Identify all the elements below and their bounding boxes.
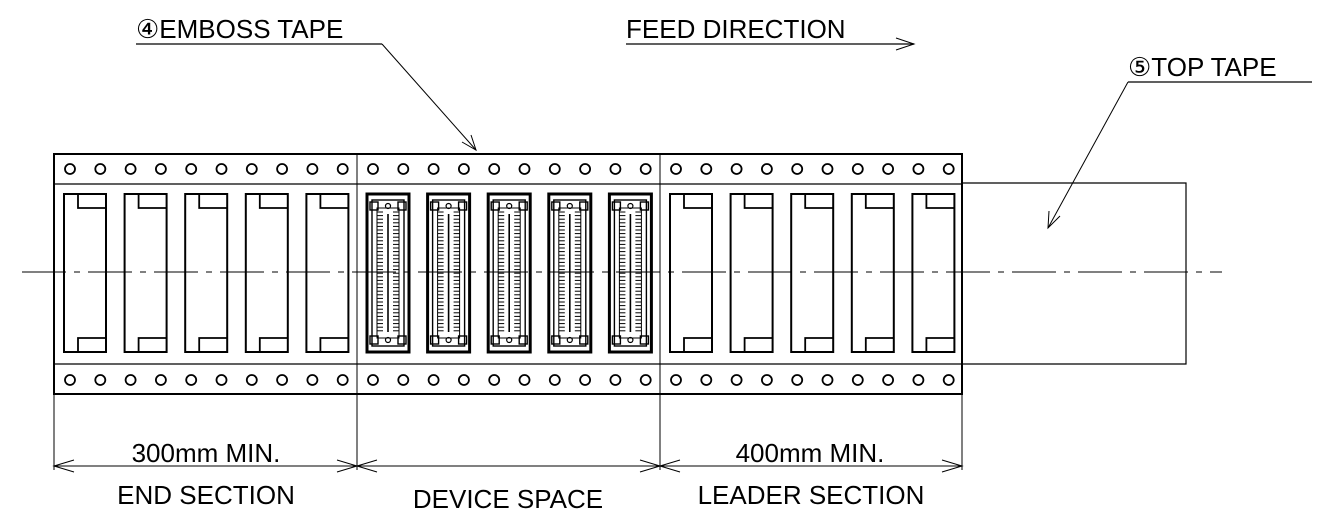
sprocket-hole-top <box>336 163 349 175</box>
sprocket-hole-top <box>730 163 743 175</box>
empty-pocket <box>123 193 168 353</box>
sprocket-hole-bottom <box>154 374 167 386</box>
pocket-with-device <box>426 192 472 354</box>
sprocket-hole-top <box>124 163 137 175</box>
sprocket-hole-top <box>427 163 440 175</box>
top-tape-label: ⑤TOP TAPE <box>1128 52 1277 82</box>
feed-direction-arrowhead <box>895 37 916 51</box>
sprocket-hole-bottom <box>942 374 955 386</box>
sprocket-hole-top <box>791 163 804 175</box>
pocket-with-device <box>486 192 532 354</box>
sprocket-hole-top <box>64 163 76 175</box>
sprocket-hole-bottom <box>367 374 379 386</box>
sprocket-hole-bottom <box>64 374 76 386</box>
pocket-with-device <box>365 192 411 354</box>
sprocket-hole-top <box>306 163 319 175</box>
sprocket-hole-top <box>609 163 622 175</box>
sprocket-hole-bottom <box>548 374 561 386</box>
leader-section-label: LEADER SECTION <box>698 480 925 510</box>
pockets <box>63 192 956 354</box>
sprocket-hole-top <box>154 163 167 175</box>
sprocket-hole-bottom <box>730 374 743 386</box>
sprocket-hole-top <box>94 163 107 175</box>
sprocket-hole-top <box>942 163 955 175</box>
dim-arrow-end-left <box>52 459 75 473</box>
emboss-tape-leader <box>381 43 477 151</box>
sprocket-hole-top <box>457 163 470 175</box>
sprocket-hole-top <box>851 163 864 175</box>
sprocket-hole-top <box>518 163 531 175</box>
top-tape-leader <box>1047 81 1129 229</box>
sprocket-hole-bottom <box>518 374 531 386</box>
sprocket-hole-bottom <box>306 374 319 386</box>
emboss-tape-body <box>53 153 963 395</box>
sprocket-hole-top <box>276 163 289 175</box>
sprocket-hole-top <box>761 163 773 175</box>
feed-direction-label: FEED DIRECTION <box>626 14 846 44</box>
sprocket-hole-top <box>397 163 410 175</box>
sprocket-hole-bottom <box>276 374 289 386</box>
sprocket-hole-bottom <box>94 374 107 386</box>
sprocket-hole-bottom <box>639 374 652 386</box>
sprocket-hole-bottom <box>336 374 349 386</box>
dim-arrow-leader-right <box>941 459 964 473</box>
sprocket-hole-bottom <box>215 374 228 386</box>
empty-pocket <box>790 193 835 353</box>
sprocket-hole-bottom <box>851 374 864 386</box>
sprocket-hole-bottom <box>427 374 440 386</box>
sprocket-hole-bottom <box>185 374 198 386</box>
sprocket-hole-top <box>882 163 894 175</box>
pocket-with-device <box>607 192 653 354</box>
empty-pocket <box>729 193 774 353</box>
sprocket-hole-top <box>548 163 561 175</box>
sprocket-hole-top <box>215 163 228 175</box>
top-tape-arrowhead <box>1047 210 1061 230</box>
sprocket-hole-bottom <box>609 374 622 386</box>
top-tape-outline <box>962 182 1187 365</box>
sprocket-hole-top <box>579 163 591 175</box>
sprocket-hole-bottom <box>579 374 591 386</box>
sprocket-hole-bottom <box>245 374 258 386</box>
empty-pocket <box>63 193 107 353</box>
empty-pocket <box>305 193 350 353</box>
sprocket-hole-bottom <box>700 374 713 386</box>
sprocket-hole-bottom <box>821 374 834 386</box>
dim-arrow-leader-left <box>658 459 681 473</box>
sprocket-hole-bottom <box>124 374 137 386</box>
sprocket-hole-bottom <box>791 374 804 386</box>
empty-pocket <box>184 193 229 353</box>
empty-pocket <box>911 193 956 353</box>
dim-arrow-device-left <box>355 459 378 473</box>
sprocket-hole-top <box>185 163 198 175</box>
sprocket-hole-bottom <box>397 374 410 386</box>
sprocket-hole-top <box>700 163 713 175</box>
leader-length-label: 400mm MIN. <box>736 438 885 468</box>
empty-pocket <box>850 193 895 353</box>
sprocket-hole-bottom <box>882 374 894 386</box>
sprocket-hole-bottom <box>457 374 470 386</box>
end-section-label: END SECTION <box>117 480 295 510</box>
sprocket-holes <box>64 163 955 386</box>
sprocket-hole-bottom <box>488 374 501 386</box>
pocket-with-device <box>547 192 593 354</box>
sprocket-hole-top <box>367 163 379 175</box>
end-length-label: 300mm MIN. <box>132 438 281 468</box>
sprocket-hole-top <box>670 163 682 175</box>
empty-pocket <box>669 193 713 353</box>
device-space-label: DEVICE SPACE <box>413 484 603 514</box>
sprocket-hole-top <box>821 163 834 175</box>
sprocket-hole-top <box>639 163 652 175</box>
sprocket-hole-top <box>912 163 925 175</box>
sprocket-hole-bottom <box>761 374 773 386</box>
sprocket-hole-top <box>245 163 258 175</box>
sprocket-hole-top <box>488 163 501 175</box>
sprocket-hole-bottom <box>912 374 925 386</box>
sprocket-hole-bottom <box>670 374 682 386</box>
empty-pocket <box>244 193 289 353</box>
emboss-tape-arrowhead <box>461 134 477 152</box>
emboss-tape-label: ④EMBOSS TAPE <box>136 14 343 44</box>
